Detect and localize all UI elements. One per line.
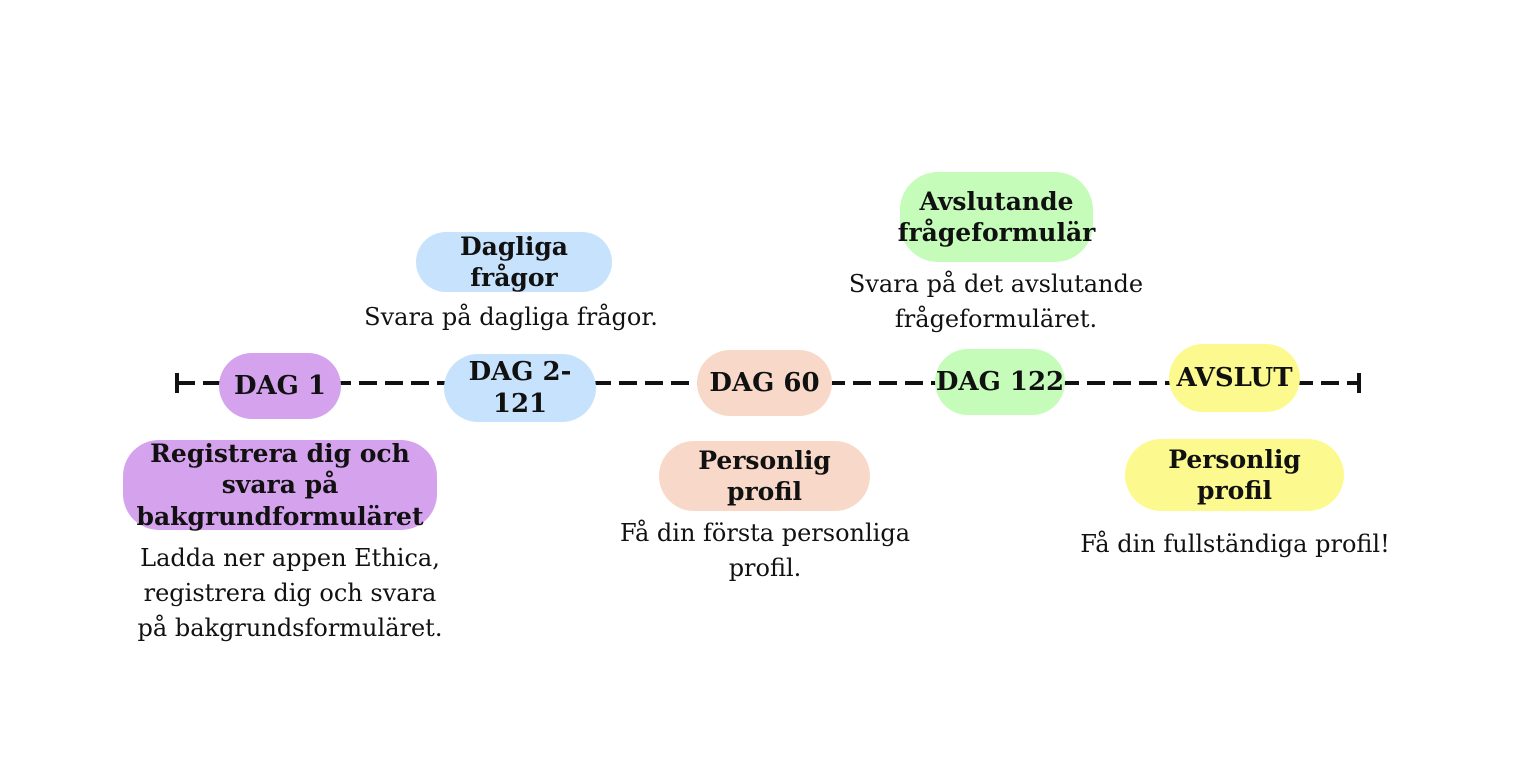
milestone-end-pill: AVSLUT — [1169, 344, 1300, 412]
milestone-day-122-pill: DAG 122 — [935, 349, 1065, 415]
milestone-day-60-title: Personlig profil — [698, 445, 831, 506]
milestone-day-60-pill: DAG 60 — [697, 350, 832, 416]
milestone-end-title: Personlig profil — [1168, 444, 1301, 505]
milestone-day-122-title-pill: Avslutande frågeformulär — [897, 172, 1096, 262]
milestone-day-60-title-pill: Personlig profil — [659, 441, 870, 511]
milestone-day-122-title: Avslutande frågeformulär — [897, 186, 1096, 247]
milestone-day-2-121-title-pill: Dagliga frågor — [416, 232, 612, 292]
milestone-day-2-121-label: DAG 2-121 — [468, 356, 572, 420]
milestone-day-60-desc: Få din första personliga profil. — [619, 519, 911, 582]
milestone-day-1-label: DAG 1 — [233, 370, 327, 401]
milestone-day-1-desc: Ladda ner appen Ethica, registrera dig o… — [137, 544, 443, 642]
milestone-day-2-121-pill: DAG 2-121 — [444, 354, 596, 422]
milestone-day-122-desc: Svara på det avslutande frågeformuläret. — [848, 270, 1144, 333]
milestone-day-1-title: Registrera dig och svara på bakgrundform… — [136, 439, 424, 531]
milestone-day-1-pill: DAG 1 — [219, 353, 341, 419]
milestone-day-122-label: DAG 122 — [935, 366, 1065, 397]
milestone-day-60-label: DAG 60 — [709, 367, 820, 398]
milestone-end-label: AVSLUT — [1176, 362, 1293, 393]
milestone-end-desc: Få din fullständiga profil! — [1080, 530, 1390, 558]
milestone-day-1-title-pill: Registrera dig och svara på bakgrundform… — [123, 439, 437, 531]
milestone-day-2-121-desc: Svara på dagliga frågor. — [364, 303, 658, 331]
milestone-day-2-121-title: Dagliga frågor — [459, 231, 569, 292]
milestone-end-title-pill: Personlig profil — [1125, 439, 1344, 511]
